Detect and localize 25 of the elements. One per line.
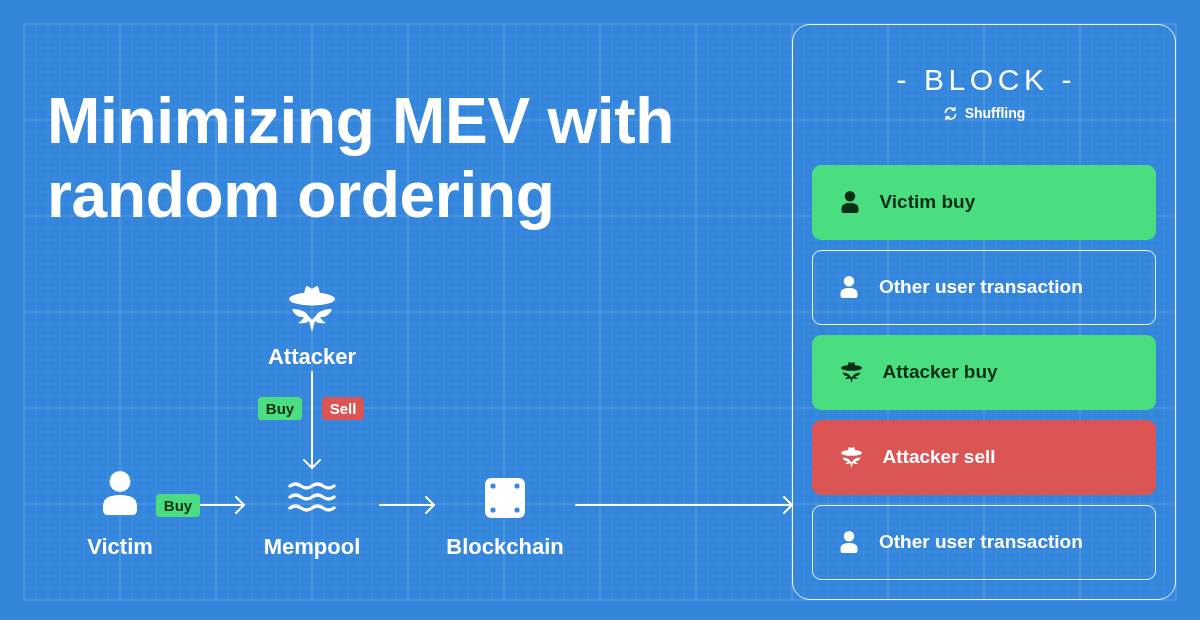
transaction-row bbox=[811, 249, 1156, 325]
row-label: Other user transaction bbox=[879, 275, 1083, 299]
node-label: Victim bbox=[87, 534, 153, 560]
row-label: Other user transaction bbox=[879, 530, 1083, 554]
action-tag: Sell bbox=[322, 397, 364, 420]
row-label: Attacker buy bbox=[882, 360, 998, 384]
node-label: Mempool bbox=[263, 534, 361, 560]
title: Minimizing MEV with random ordering bbox=[47, 84, 676, 232]
transaction-row bbox=[811, 419, 1156, 495]
arrow bbox=[199, 496, 245, 514]
transaction-row bbox=[811, 504, 1156, 580]
node-label: Blockchain bbox=[446, 534, 564, 560]
panel-subtitle: Shuffling bbox=[964, 104, 1026, 122]
node-label: Attacker bbox=[267, 344, 356, 370]
arrow bbox=[379, 496, 435, 514]
panel-title: - BLOCK - bbox=[895, 62, 1077, 98]
block-panel bbox=[792, 24, 1176, 600]
row-label: Attacker sell bbox=[882, 445, 996, 469]
action-tag: Buy bbox=[258, 397, 302, 420]
transaction-row bbox=[811, 164, 1156, 240]
action-tag: Buy bbox=[156, 494, 200, 517]
arrow bbox=[303, 371, 321, 469]
row-label: Victim buy bbox=[879, 190, 976, 214]
arrow bbox=[575, 496, 793, 514]
transaction-row bbox=[811, 334, 1156, 410]
